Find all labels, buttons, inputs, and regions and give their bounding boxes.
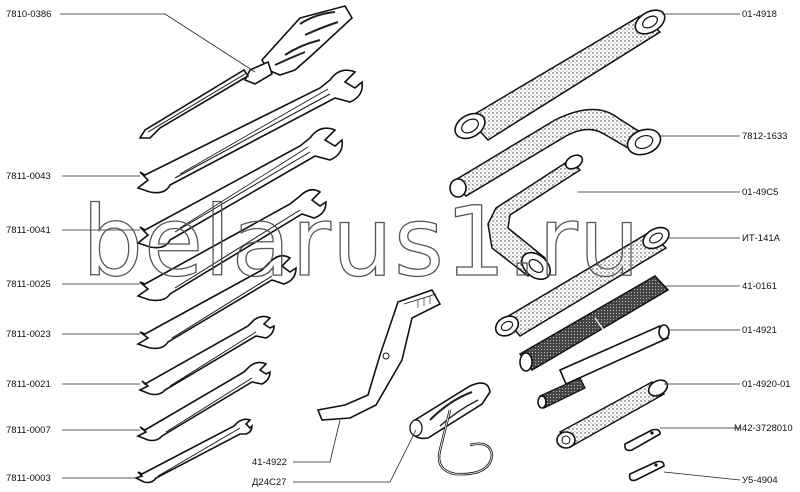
label-D24C27: Д24С27 bbox=[252, 477, 286, 488]
label-7811-0021: 7811-0021 bbox=[6, 379, 51, 390]
label-M42-3728010: М42-3728010 bbox=[734, 423, 793, 434]
label-7812-1633: 7812-1633 bbox=[742, 131, 787, 142]
label-IT-141A: ИТ-141А bbox=[742, 233, 781, 244]
label-7811-0007: 7811-0007 bbox=[6, 425, 51, 436]
bent-socket-01-49C5 bbox=[487, 154, 584, 281]
label-7810-0386: 7810-0386 bbox=[6, 9, 51, 20]
label-01-4920-01: 01-4920-01 bbox=[742, 379, 791, 390]
flat-bar-tool bbox=[316, 289, 442, 421]
flat-key-U5-4904 bbox=[628, 460, 665, 482]
screwdriver bbox=[138, 5, 354, 139]
rod-01-4921 bbox=[537, 324, 670, 409]
flat-key-M42 bbox=[624, 428, 661, 452]
wrench-7811-0003 bbox=[133, 418, 253, 484]
box-wrench-IT-141A bbox=[494, 226, 670, 337]
extension-01-4920-01 bbox=[556, 379, 669, 449]
label-01-4918: 01-4918 bbox=[742, 9, 777, 20]
wrench-7811-0043 bbox=[136, 69, 364, 194]
tube-wrench-01-4918 bbox=[454, 9, 666, 141]
bar-41-0161 bbox=[518, 275, 670, 372]
label-41-0161: 41-0161 bbox=[742, 281, 777, 292]
label-01-4921: 01-4921 bbox=[742, 325, 777, 336]
wrench-7811-0041 bbox=[136, 127, 344, 249]
wrench-7811-0007 bbox=[136, 361, 271, 442]
label-7811-0043: 7811-0043 bbox=[6, 171, 51, 182]
label-01-49C5: 01-49С5 bbox=[742, 187, 778, 198]
label-7811-0025: 7811-0025 bbox=[6, 279, 51, 290]
wrench-7811-0023 bbox=[136, 254, 297, 350]
label-7811-0023: 7811-0023 bbox=[6, 329, 51, 340]
label-7811-0041: 7811-0041 bbox=[6, 225, 51, 236]
leader-lines bbox=[60, 13, 741, 483]
wrench-7811-0021 bbox=[138, 315, 275, 396]
socket-wrench-7812-1633 bbox=[449, 108, 662, 198]
label-41-4922: 41-4922 bbox=[252, 457, 287, 468]
oil-can-tool bbox=[409, 382, 494, 476]
wrench-7811-0025 bbox=[136, 188, 327, 302]
watermark: belarus1.ru bbox=[82, 186, 641, 298]
label-U5-4904: У5-4904 bbox=[742, 475, 778, 486]
label-7811-0003: 7811-0003 bbox=[6, 473, 51, 484]
